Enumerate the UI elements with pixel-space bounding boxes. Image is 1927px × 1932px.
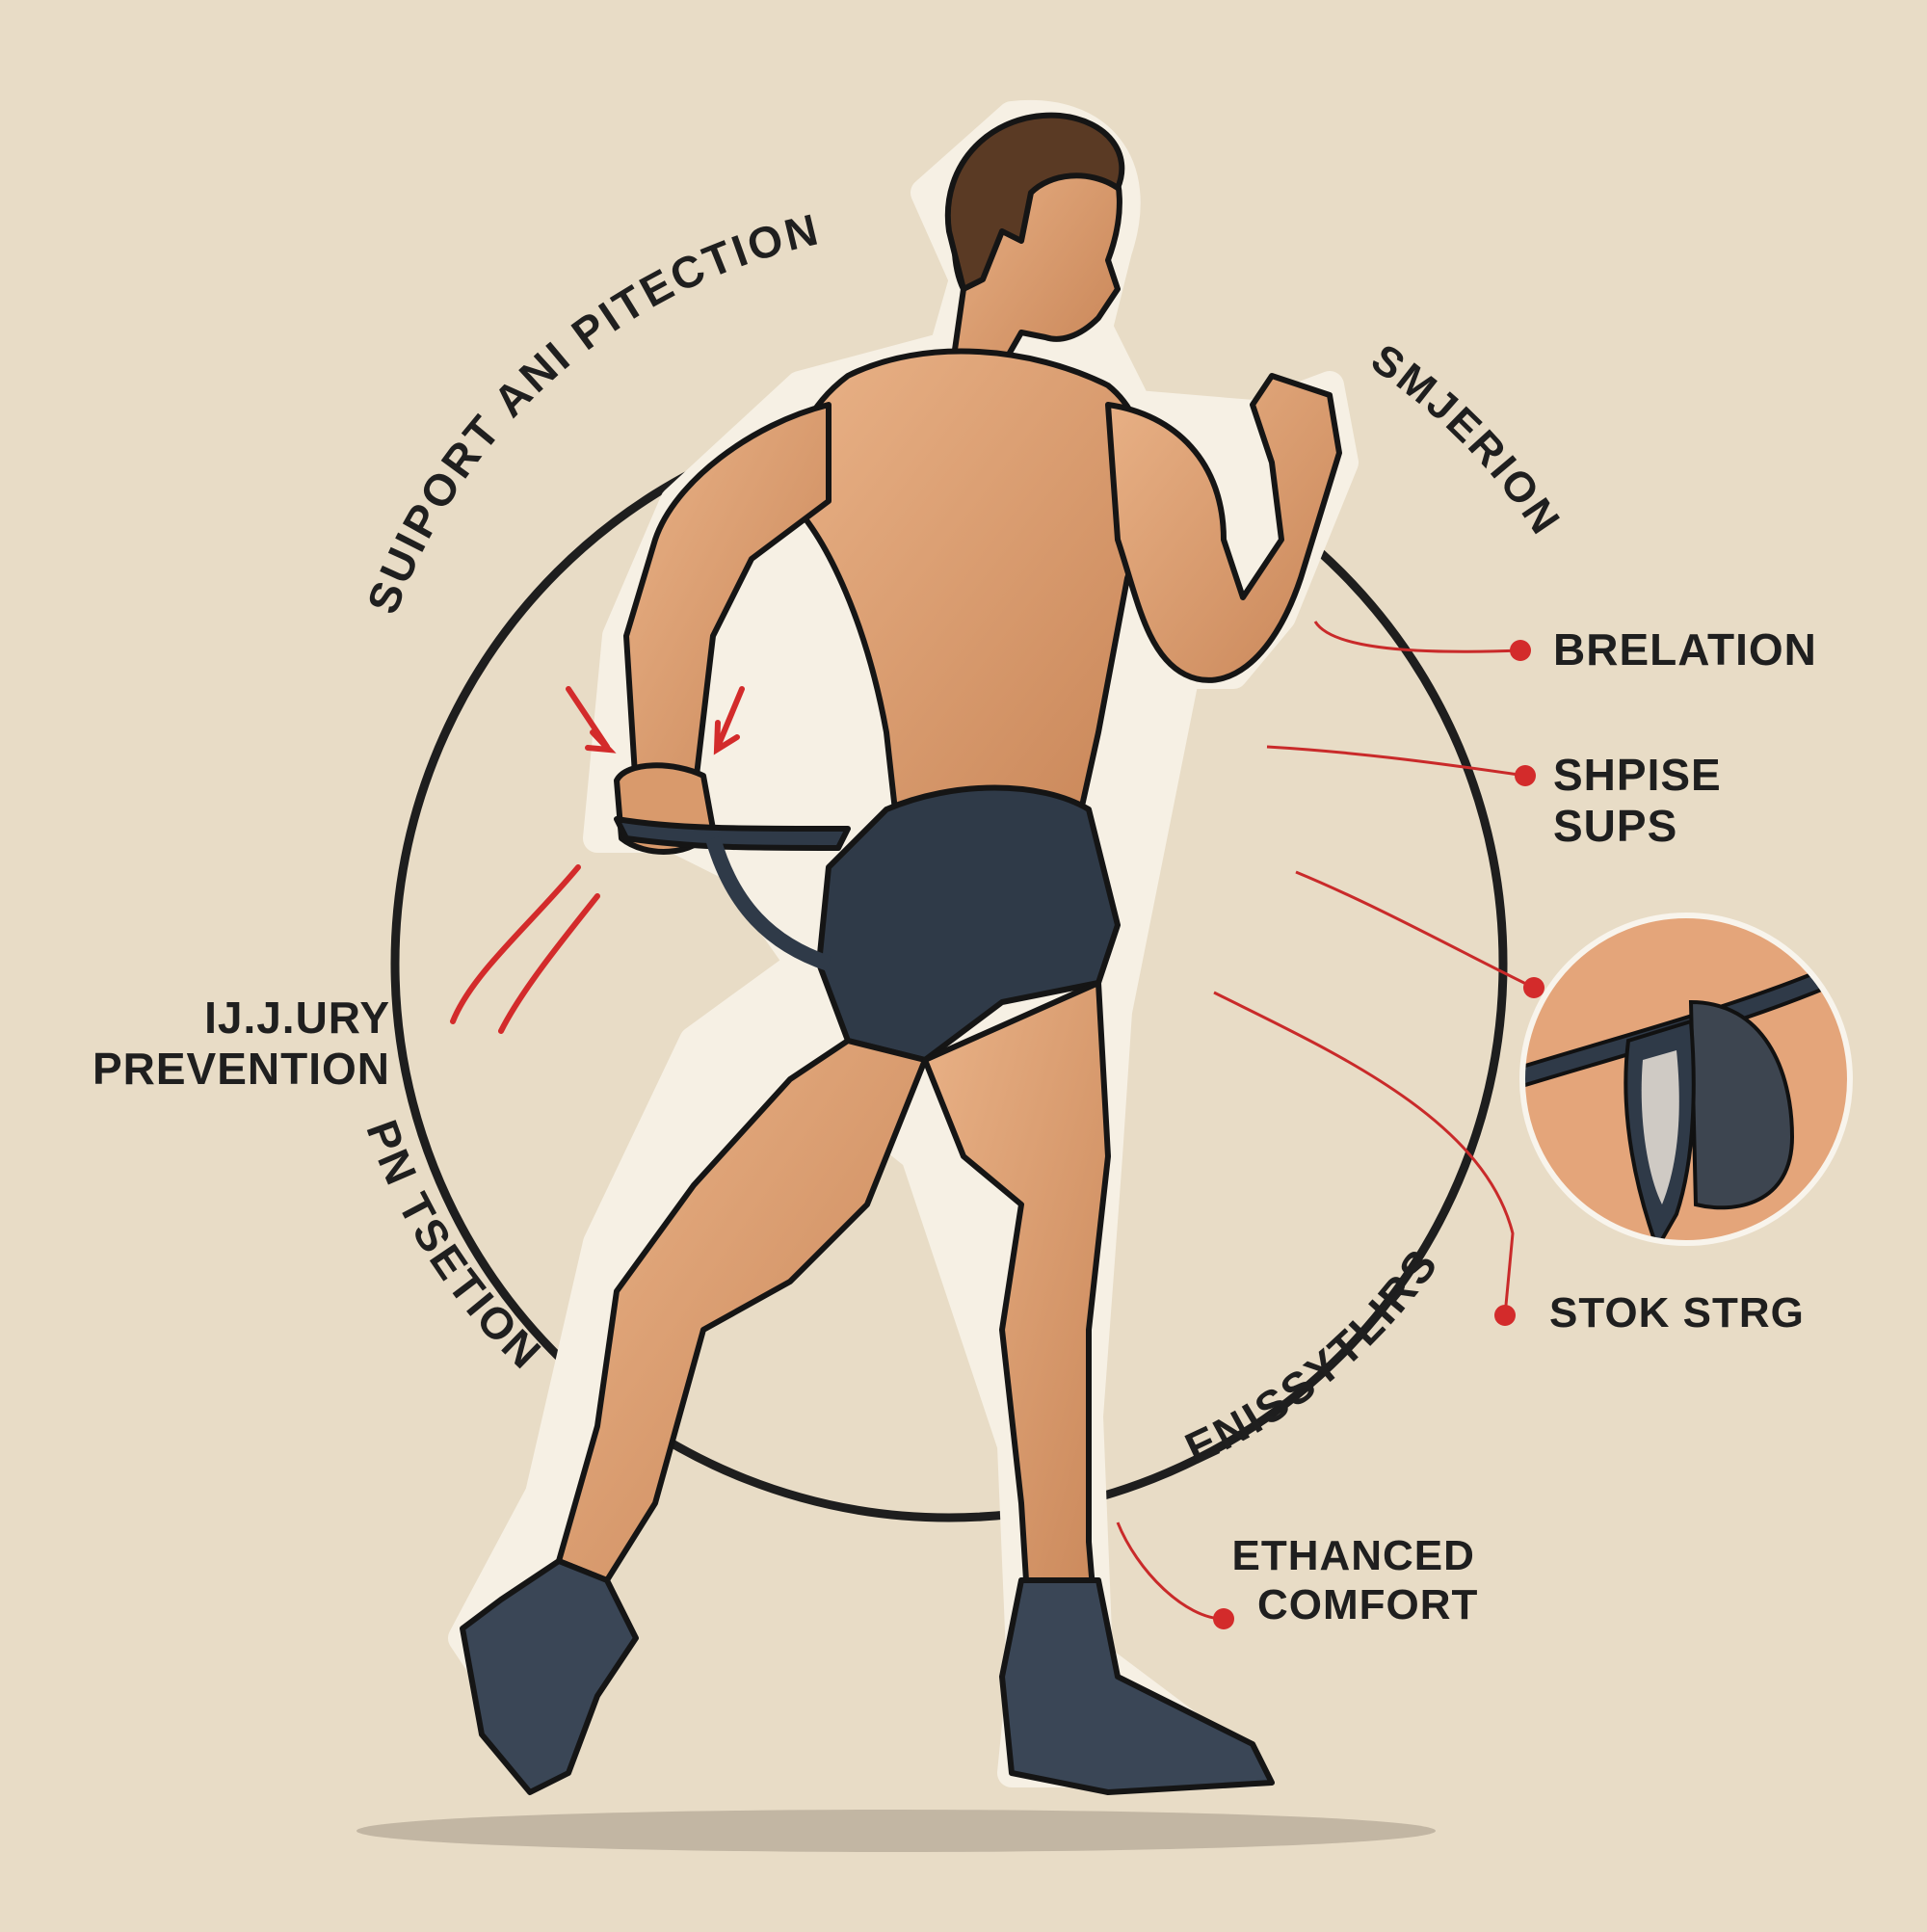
front-arm — [1105, 373, 1342, 683]
hair — [944, 112, 1125, 292]
callout-text-line: BRELATION — [1553, 624, 1817, 675]
arc-label-top-right: SMJERION — [1362, 335, 1570, 544]
figure — [448, 99, 1359, 1795]
waistband-strap — [614, 816, 851, 851]
callout-text-line: SHPISE — [1553, 750, 1722, 800]
left-label-line: PREVENTION — [92, 1043, 390, 1094]
arc-label-bottom-left: PN TSETION — [356, 1114, 552, 1380]
callout-dot-breathability — [1510, 640, 1531, 661]
ground-shadow — [356, 1810, 1436, 1852]
callout-dot-strength — [1494, 1305, 1516, 1326]
inset-closeup — [1519, 913, 1853, 1246]
callout-label-strength: STOK STRG — [1549, 1289, 1805, 1338]
callout-dot-shape — [1515, 765, 1536, 786]
left-label-line: IJ.J.URY — [204, 992, 390, 1043]
callout-label-comfort: ETHANCED COMFORT — [1228, 1532, 1478, 1629]
callout-dot-comfort — [1213, 1608, 1234, 1629]
boxer-shorts — [816, 784, 1121, 1063]
callout-label-shape: SHPISE SUPS — [1553, 750, 1722, 852]
callout-text-line: STOK STRG — [1549, 1289, 1805, 1337]
callout-dots — [1213, 640, 1544, 1629]
callout-text-line: SUPS — [1553, 800, 1678, 851]
callout-label-breathability: BRELATION — [1553, 624, 1817, 675]
strap-loop — [705, 835, 832, 971]
left-label-injury-prevention: IJ.J.URY PREVENTION — [53, 992, 390, 1095]
front-shoe — [999, 1577, 1275, 1795]
callout-dot-inset — [1523, 977, 1544, 998]
arc-label-bottom-right: ENISSYTLIRS — [1177, 1238, 1448, 1473]
callout-lines — [1116, 621, 1535, 1621]
rear-shoe — [460, 1558, 639, 1795]
callout-text-line: ETHANCED — [1231, 1532, 1475, 1579]
motion-arrows — [450, 686, 745, 1034]
callout-text-line: COMFORT — [1257, 1580, 1479, 1628]
